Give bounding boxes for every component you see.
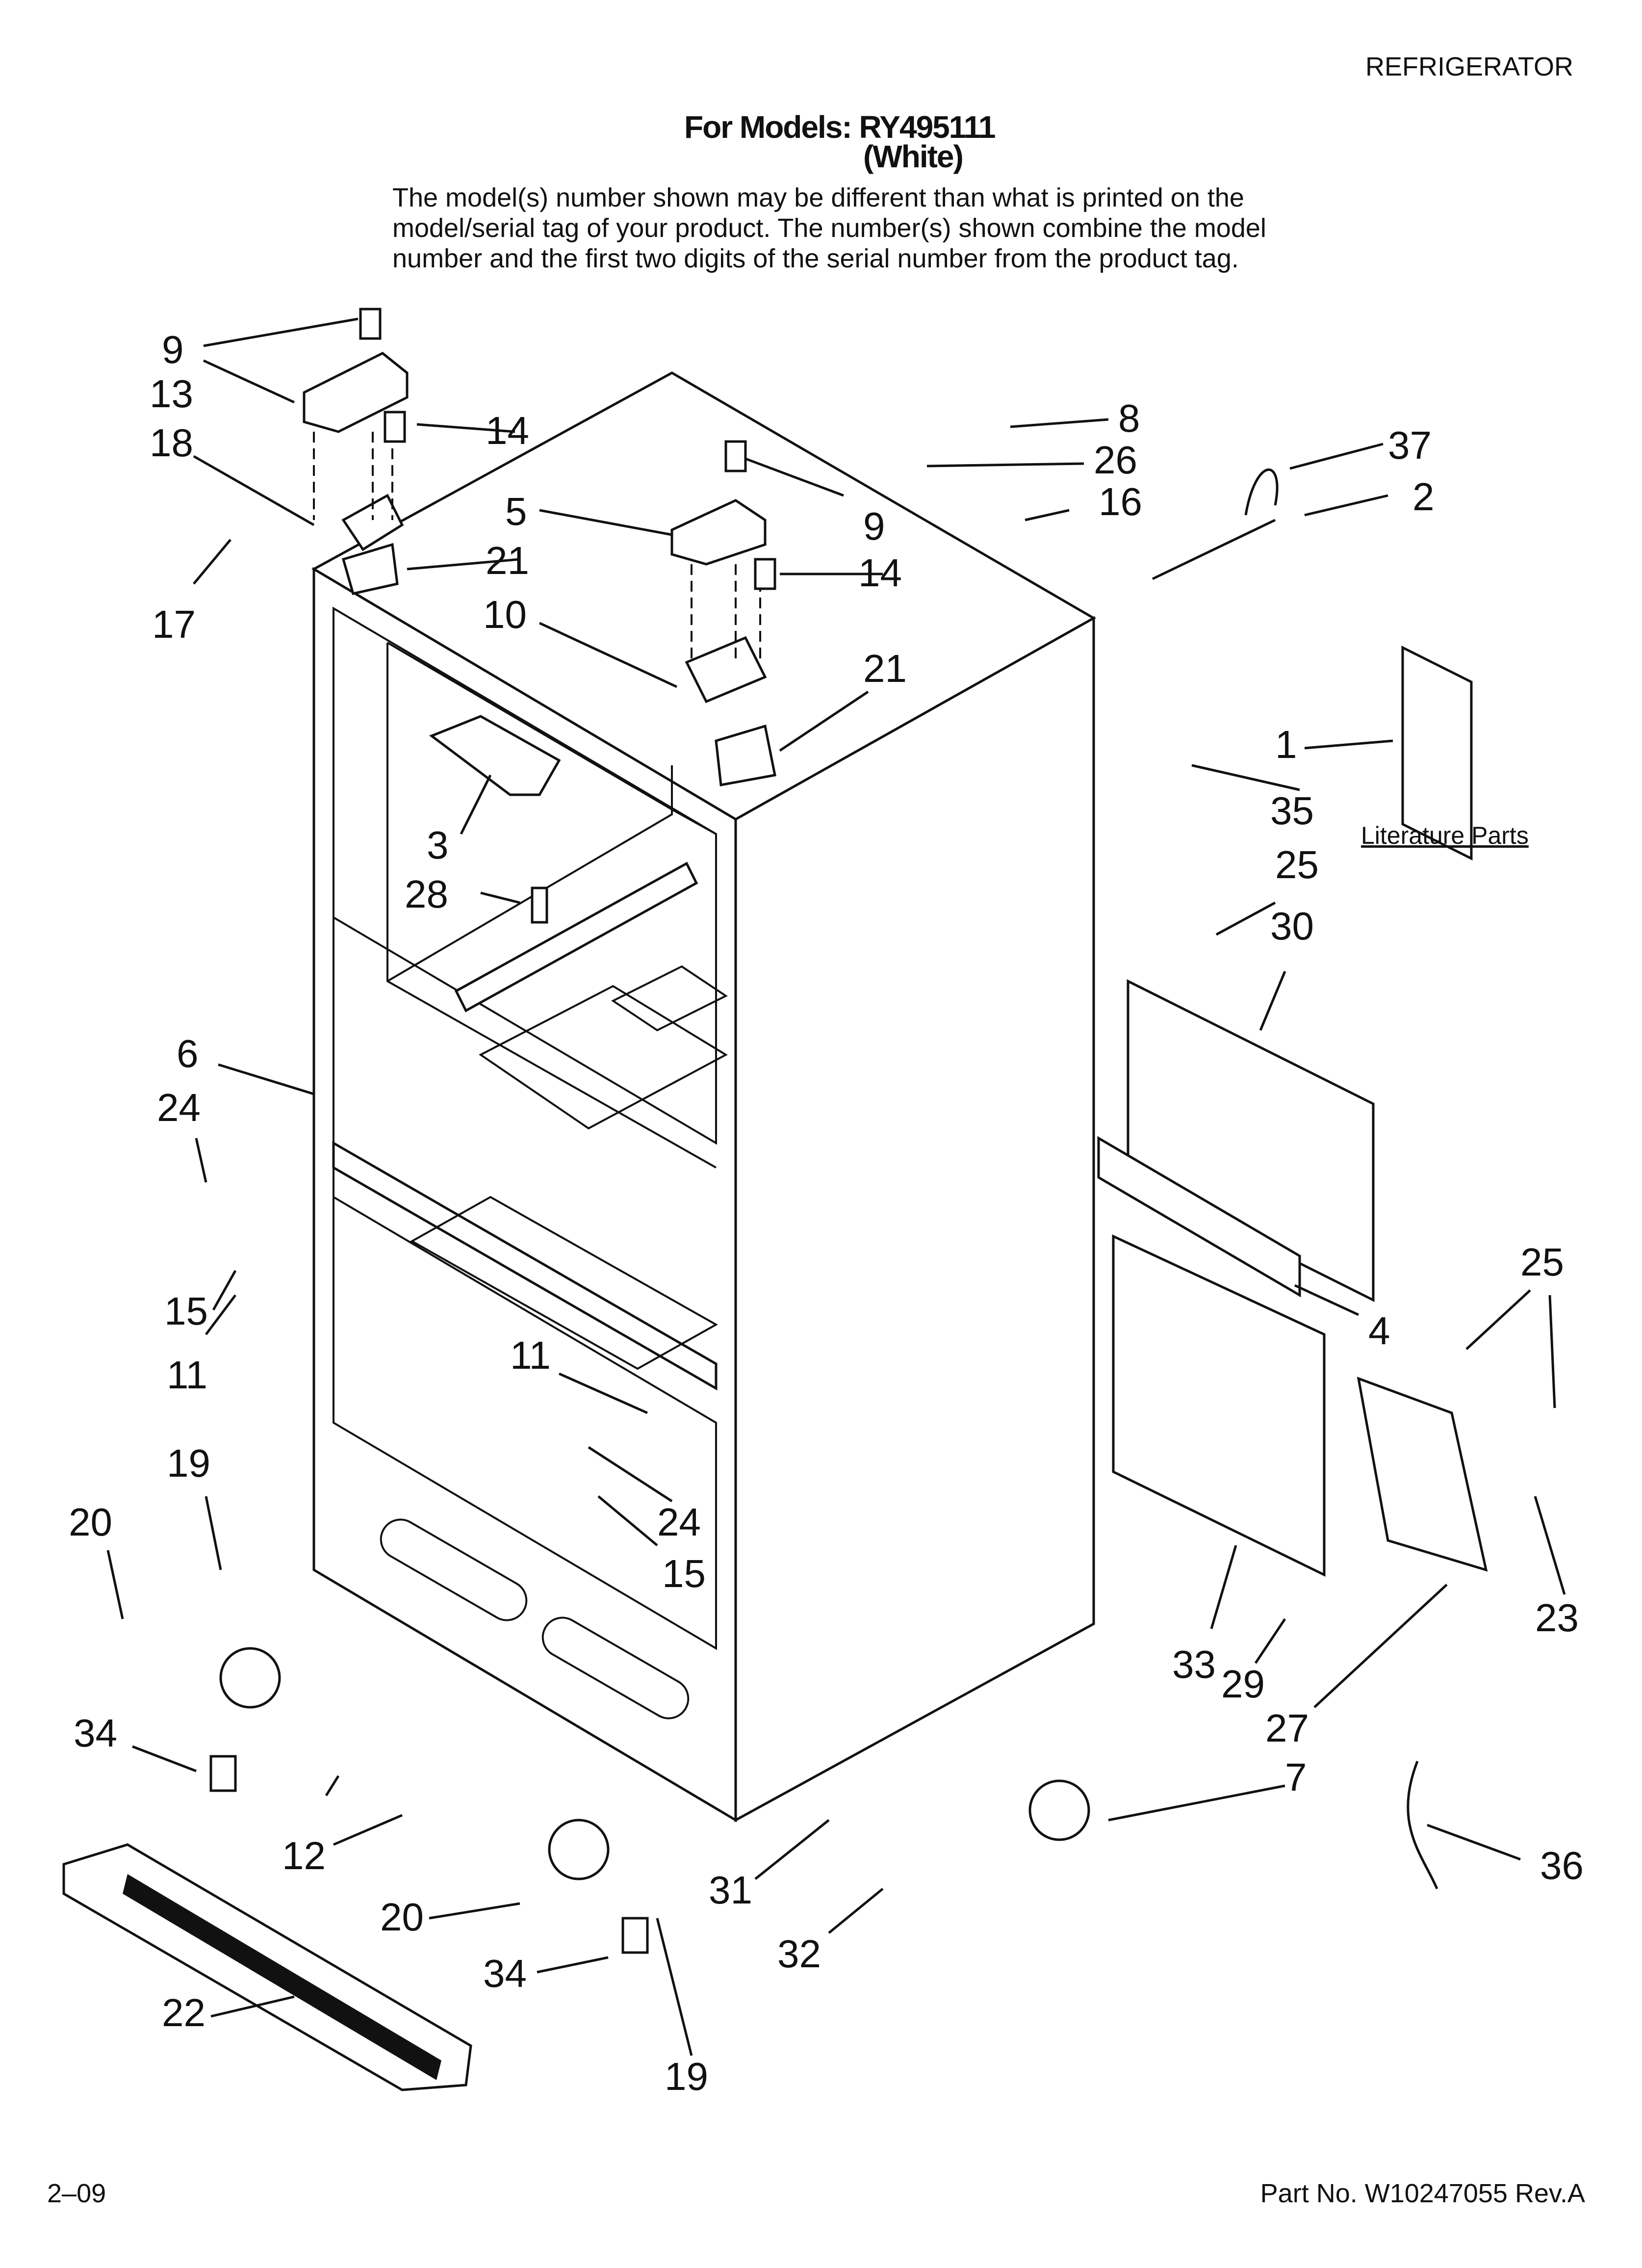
callout-label: 24: [657, 1500, 701, 1544]
model-number-title: For Models: RY495111: [684, 109, 996, 145]
disclaimer-line: The model(s) number shown may be differe…: [392, 183, 1244, 212]
callout-label: 32: [777, 1932, 821, 1976]
callout-label: 19: [665, 2055, 708, 2098]
callout-label: 34: [483, 1952, 527, 1995]
leader-lines: [106, 317, 1566, 2056]
callout-label: 35: [1270, 789, 1314, 833]
callout-label: 17: [152, 602, 196, 646]
callout-label: 37: [1388, 423, 1432, 467]
base-trim: [62, 1843, 472, 2091]
callout-label: 21: [863, 647, 907, 690]
callout-label: 8: [1118, 396, 1140, 440]
callout-labels: 9 13 14 18 17 21 5 9 14 10 21 8 26 16 37…: [69, 328, 1584, 2098]
callout-label: 25: [1275, 843, 1319, 886]
cabinet: [311, 371, 1097, 1823]
light-housing: [429, 715, 561, 924]
tube-36: [1407, 1761, 1438, 1889]
callout-label: 12: [282, 1834, 326, 1877]
hinge-top-center: [670, 440, 776, 786]
callout-label: 34: [74, 1711, 117, 1755]
callout-label: 25: [1520, 1240, 1564, 1284]
callout-label: 1: [1275, 723, 1297, 766]
callout-label: 28: [405, 872, 448, 916]
callout-label: 16: [1099, 480, 1142, 523]
callout-label: 11: [167, 1353, 207, 1397]
callout-label: 18: [150, 421, 193, 465]
callout-label: 5: [505, 490, 527, 533]
callout-label: 4: [1368, 1309, 1390, 1353]
callout-label: 2: [1412, 475, 1435, 519]
hinge-top-left: [303, 308, 409, 595]
grille-panel: [1097, 979, 1375, 1303]
callout-label: 29: [1221, 1662, 1265, 1706]
callout-label: 15: [662, 1552, 706, 1595]
callout-label: 6: [177, 1032, 199, 1075]
callout-label: 7: [1285, 1755, 1307, 1799]
callout-label: 9: [162, 328, 184, 371]
footer-date: 2–09: [47, 2179, 106, 2208]
callout-label: 14: [858, 551, 902, 595]
callout-label: 13: [150, 372, 193, 416]
callout-label: 30: [1270, 904, 1314, 948]
footer-part-number: Part No. W10247055 Rev.A: [1260, 2179, 1585, 2208]
mullion-bar: [454, 861, 698, 1013]
literature-parts-label: Literature Parts: [1361, 822, 1529, 849]
callout-label: 10: [483, 593, 527, 636]
callout-label: 27: [1265, 1706, 1309, 1750]
callout-label: 26: [1094, 438, 1137, 482]
callout-label: 31: [709, 1868, 752, 1912]
callout-label: 33: [1172, 1642, 1216, 1686]
callout-label: 11: [510, 1333, 551, 1377]
callout-label: 36: [1540, 1844, 1584, 1887]
wire-harness: [1152, 468, 1279, 580]
callout-label: 9: [863, 504, 885, 548]
disclaimer-line: model/serial tag of your product. The nu…: [392, 213, 1266, 243]
literature-book: [1401, 645, 1473, 861]
callout-label: 15: [164, 1289, 208, 1333]
rollers: [209, 1647, 1090, 1954]
callout-label: 19: [167, 1441, 210, 1485]
callout-label: 20: [380, 1895, 424, 1939]
callout-label: 14: [486, 409, 529, 452]
model-disclaimer: The model(s) number shown may be differe…: [392, 182, 1266, 274]
water-valve-bracket: [1357, 1377, 1488, 1572]
callout-label: 3: [427, 823, 449, 867]
disclaimer-line: number and the first two digits of the s…: [392, 244, 1239, 273]
toe-grille: [1112, 1234, 1326, 1577]
callout-label: 20: [69, 1500, 112, 1544]
callout-label: 21: [486, 539, 529, 582]
callout-label: 22: [162, 1991, 205, 2034]
page-category: REFRIGERATOR: [1365, 52, 1573, 81]
callout-label: 23: [1535, 1596, 1579, 1640]
model-color: (White): [863, 139, 964, 174]
callout-label: 24: [157, 1086, 201, 1129]
